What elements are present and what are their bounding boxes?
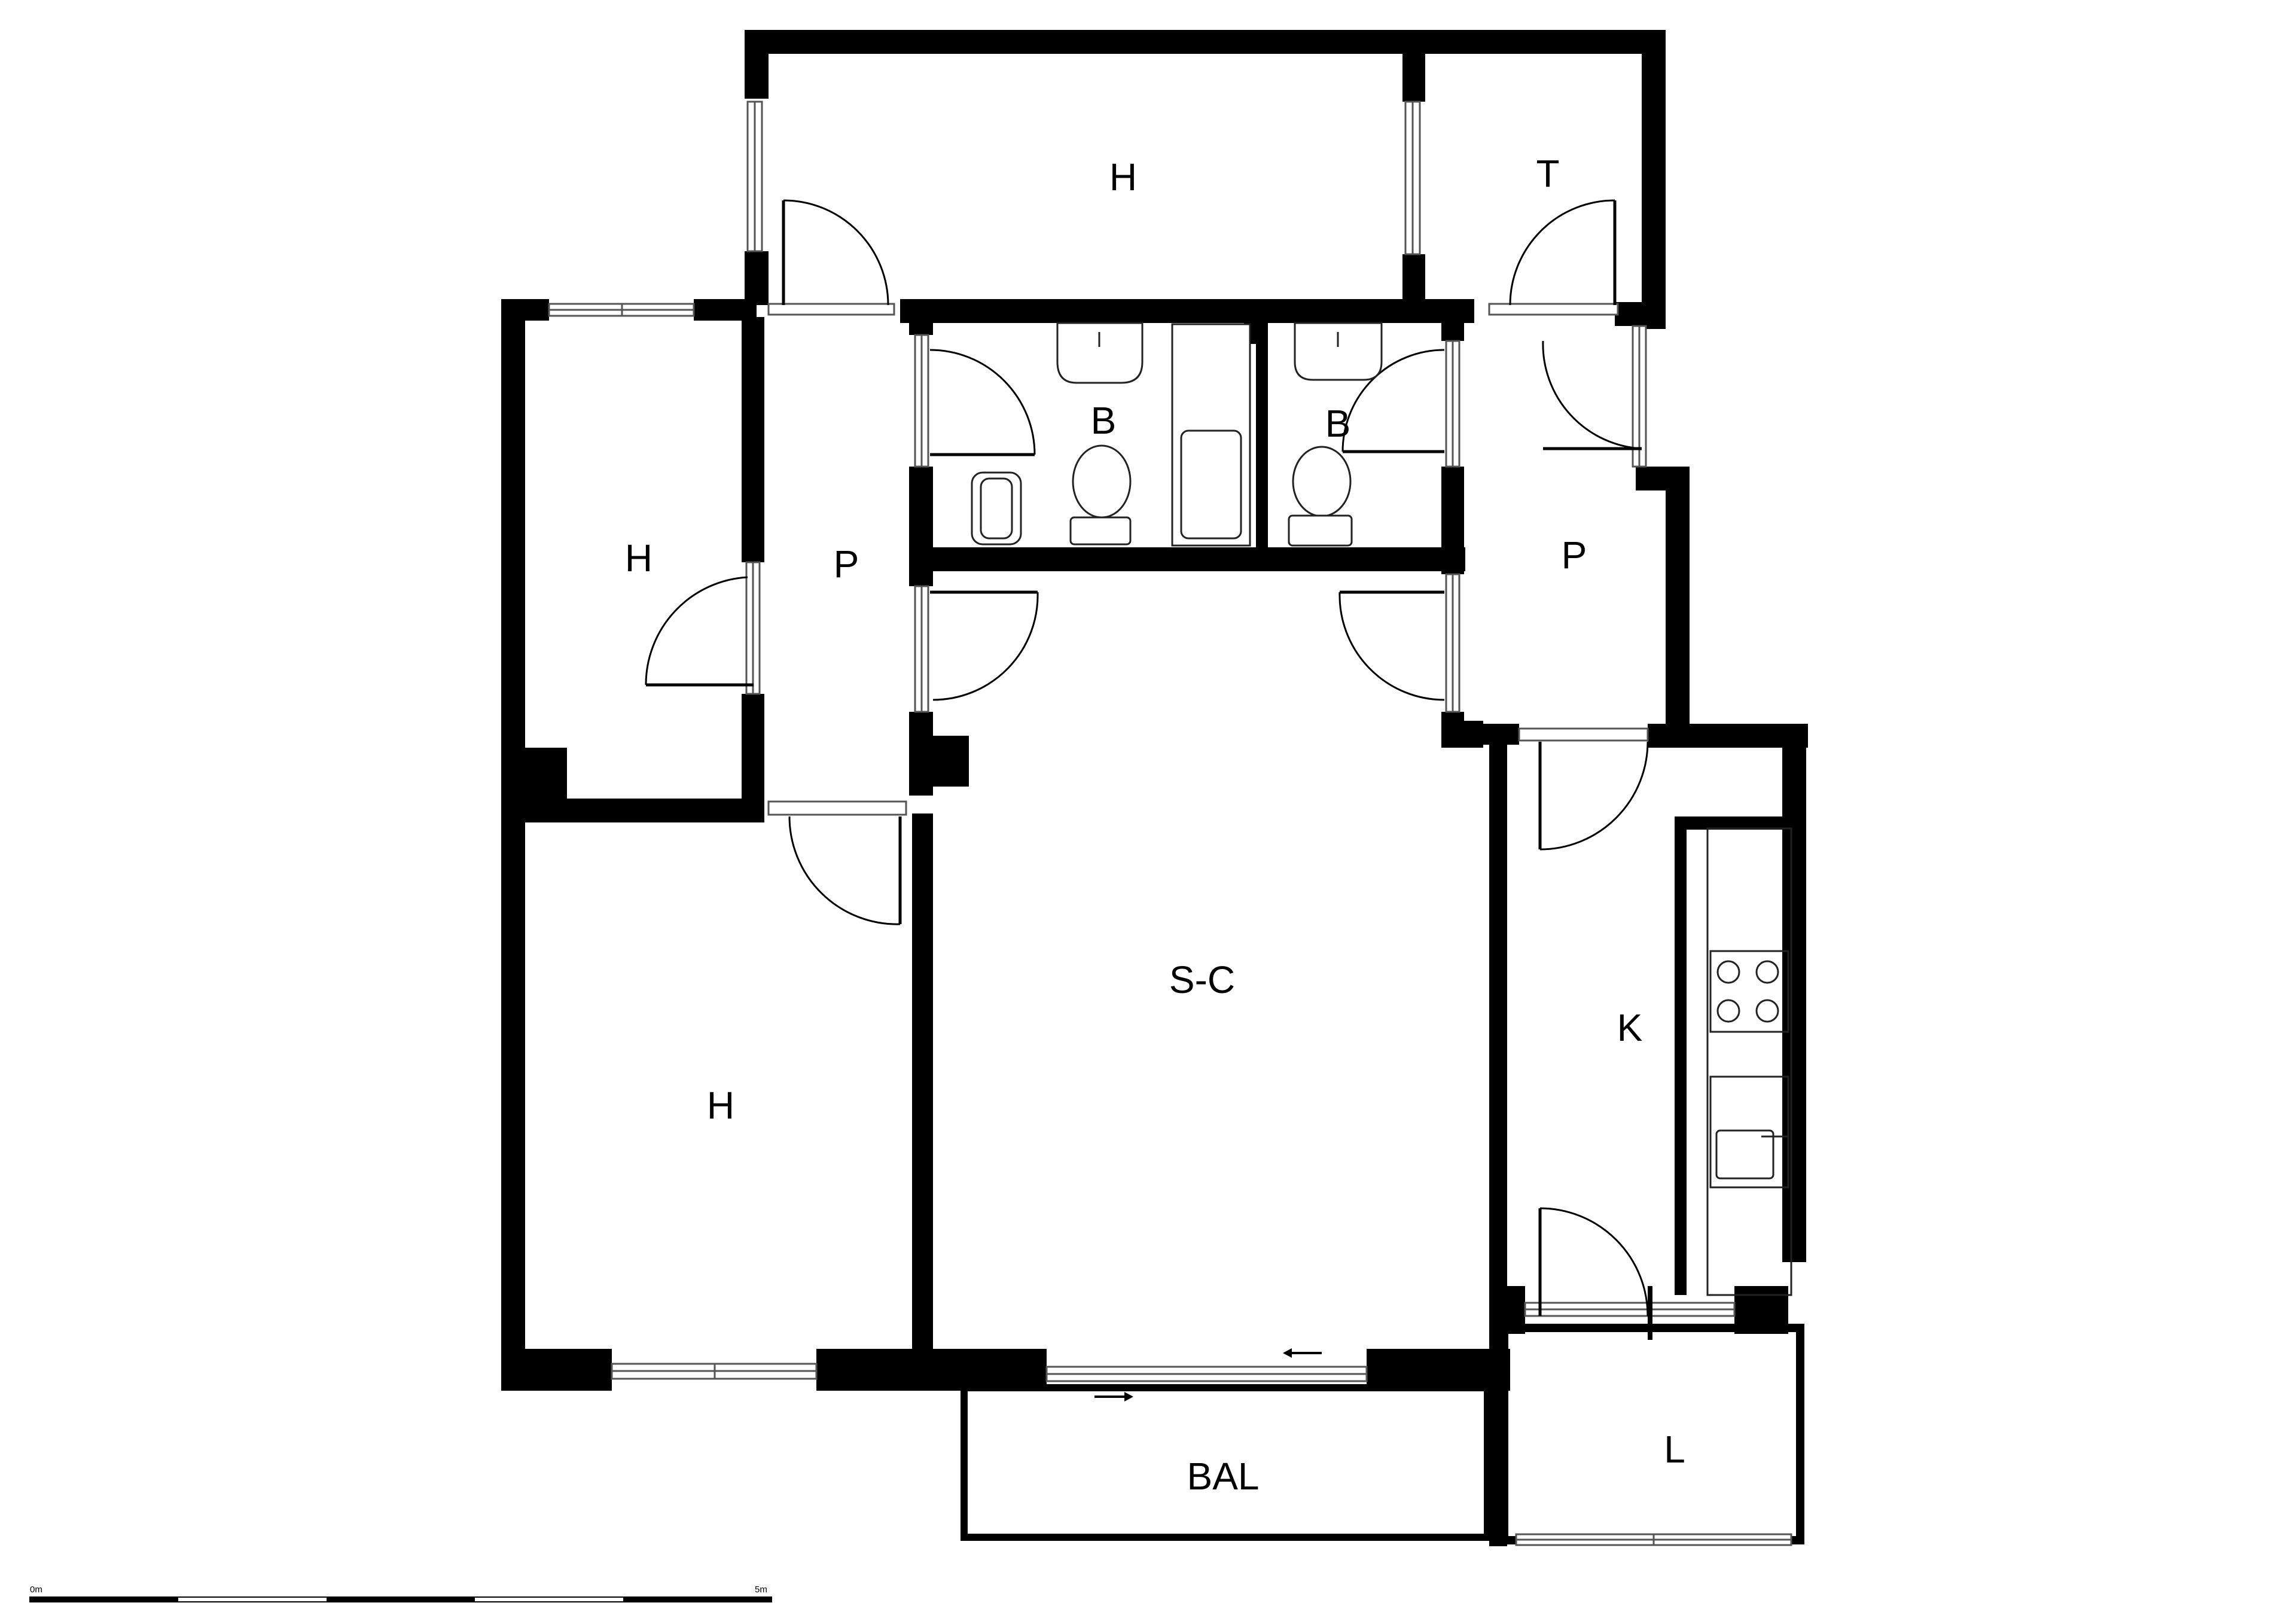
- room-label: P: [1562, 534, 1587, 577]
- doors: [645, 199, 1649, 1317]
- toilet-icon: [1072, 444, 1132, 519]
- windows: [548, 100, 1792, 1546]
- room-label: B: [1091, 399, 1117, 442]
- toilet-icon: [1292, 446, 1352, 517]
- scale-bar: 0m 5m: [29, 1585, 772, 1602]
- room-labels: H T H P B B P S-C H K BAL L: [625, 152, 1685, 1498]
- scale-end-label: 5m: [755, 1585, 767, 1595]
- room-label: K: [1617, 1006, 1643, 1049]
- sink-icon: [1056, 322, 1144, 384]
- kitchen-sink-icon: [1709, 1075, 1789, 1189]
- room-label: L: [1664, 1428, 1685, 1471]
- room-label: B: [1325, 402, 1351, 445]
- bidet-icon: [971, 471, 1022, 546]
- bathroom-fixtures: [971, 322, 1383, 547]
- room-label: H: [1109, 156, 1137, 199]
- room-label: BAL: [1187, 1455, 1260, 1498]
- bathtub-icon: [1171, 323, 1251, 547]
- walls: [501, 30, 1808, 1546]
- room-label: T: [1536, 152, 1559, 195]
- room-label: P: [834, 543, 859, 586]
- sink-icon: [1294, 322, 1383, 381]
- sliding-arrows: [1094, 1348, 1322, 1401]
- room-label: S-C: [1169, 958, 1235, 1001]
- room-label: H: [707, 1084, 734, 1127]
- kitchen-fixtures: [1706, 827, 1792, 1296]
- scale-start-label: 0m: [30, 1585, 42, 1595]
- room-label: H: [625, 537, 652, 580]
- stove-icon: [1709, 950, 1789, 1033]
